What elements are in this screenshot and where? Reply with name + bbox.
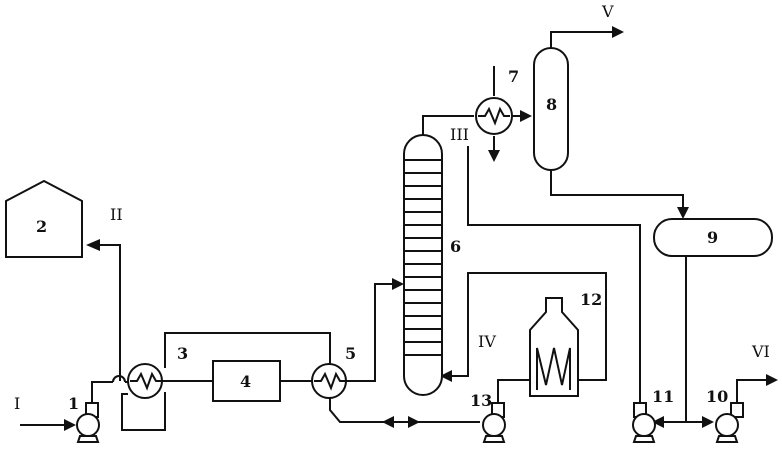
cooler-7-coil bbox=[478, 106, 510, 126]
pump-10 bbox=[715, 402, 744, 443]
label-unit-4: 4 bbox=[240, 372, 251, 391]
label-stream-VI: VI bbox=[751, 342, 770, 361]
exchanger-3-coil bbox=[130, 371, 162, 391]
arrow-to-pump10 bbox=[702, 416, 714, 428]
arrow-stream-II bbox=[86, 239, 100, 251]
label-stream-IV: IV bbox=[478, 332, 496, 351]
exchanger5-to-pump13-line bbox=[329, 395, 480, 423]
flow-arrows bbox=[64, 26, 778, 431]
separator-8 bbox=[533, 47, 569, 171]
pump1-discharge-line bbox=[91, 381, 113, 408]
pump-11-casing bbox=[632, 413, 656, 437]
pump-1 bbox=[76, 402, 100, 443]
furnace-12 bbox=[529, 297, 579, 397]
exchanger3-to-5-top-line bbox=[164, 332, 331, 368]
label-pump-10: 10 bbox=[706, 387, 728, 406]
label-exchanger-3: 3 bbox=[177, 344, 188, 363]
label-vessel-9: 9 bbox=[707, 228, 718, 247]
stream-II-line bbox=[96, 244, 121, 381]
heat-exchanger-3 bbox=[127, 363, 163, 399]
label-stream-III: III bbox=[450, 125, 469, 144]
pump-13 bbox=[482, 402, 506, 443]
arrow-to-exchanger5 bbox=[382, 416, 394, 428]
stream-VI-line bbox=[736, 379, 768, 408]
label-pump-1: 1 bbox=[68, 394, 79, 413]
label-cooler-7: 7 bbox=[508, 67, 519, 86]
storage-vessel-2 bbox=[5, 179, 83, 258]
exchanger3-bottom-loop bbox=[121, 392, 166, 431]
cooler-7-shell bbox=[475, 97, 513, 135]
arrow-coolant-out bbox=[488, 150, 500, 162]
arrow-to-pump13 bbox=[408, 416, 420, 428]
arrow-to-separator bbox=[520, 110, 532, 122]
pump-1-casing bbox=[76, 413, 100, 437]
stream-IV-recycle-line bbox=[448, 272, 607, 381]
column-6-trays bbox=[404, 159, 442, 356]
vessel-9 bbox=[653, 218, 773, 257]
pump-13-casing bbox=[482, 413, 506, 437]
stream-V-line bbox=[550, 31, 612, 48]
cooler-7 bbox=[475, 97, 513, 135]
label-column-6: 6 bbox=[450, 237, 461, 256]
distillation-column-6 bbox=[403, 134, 443, 396]
pump-10-base bbox=[715, 435, 739, 443]
column-overhead-line bbox=[422, 115, 474, 135]
label-vessel-2: 2 bbox=[36, 217, 47, 236]
column-to-pump11-line bbox=[467, 146, 641, 408]
pump-1-base bbox=[76, 435, 100, 443]
arrow-stream-VI bbox=[766, 374, 778, 386]
pump-11-base bbox=[632, 435, 656, 443]
label-furnace-12: 12 bbox=[580, 290, 602, 309]
arrow-to-pump11 bbox=[652, 416, 664, 428]
stream-labels: I II III IV V VI bbox=[14, 2, 770, 413]
pump-11 bbox=[632, 402, 656, 443]
exchanger-5-coil bbox=[314, 371, 346, 391]
unit-4 bbox=[212, 360, 281, 402]
label-separator-8: 8 bbox=[546, 95, 557, 114]
separator-to-vessel9-line bbox=[550, 170, 684, 210]
equipment-labels: 1 2 3 4 5 6 7 8 9 10 11 12 13 bbox=[36, 67, 728, 413]
label-stream-I: I bbox=[14, 394, 20, 413]
label-exchanger-5: 5 bbox=[345, 344, 356, 363]
label-stream-V: V bbox=[601, 2, 614, 21]
pump-10-outlet bbox=[730, 402, 744, 418]
pump-10-casing bbox=[715, 413, 739, 437]
arrow-stream-V bbox=[612, 26, 624, 38]
pump-13-base bbox=[482, 435, 506, 443]
arrow-stream-IV bbox=[440, 370, 452, 382]
heat-exchanger-5 bbox=[311, 363, 347, 399]
label-pump-11: 11 bbox=[652, 387, 674, 406]
arrow-to-column bbox=[392, 278, 404, 290]
pump13-to-furnace-line bbox=[497, 379, 530, 408]
pipe-lines bbox=[20, 31, 768, 431]
exchanger5-to-column-line bbox=[346, 283, 398, 382]
label-stream-II: II bbox=[110, 205, 123, 224]
arrow-stream-I bbox=[64, 419, 76, 431]
arrow-to-vessel9 bbox=[677, 207, 689, 219]
furnace-12-coil bbox=[536, 347, 571, 390]
label-pump-13: 13 bbox=[470, 391, 492, 410]
